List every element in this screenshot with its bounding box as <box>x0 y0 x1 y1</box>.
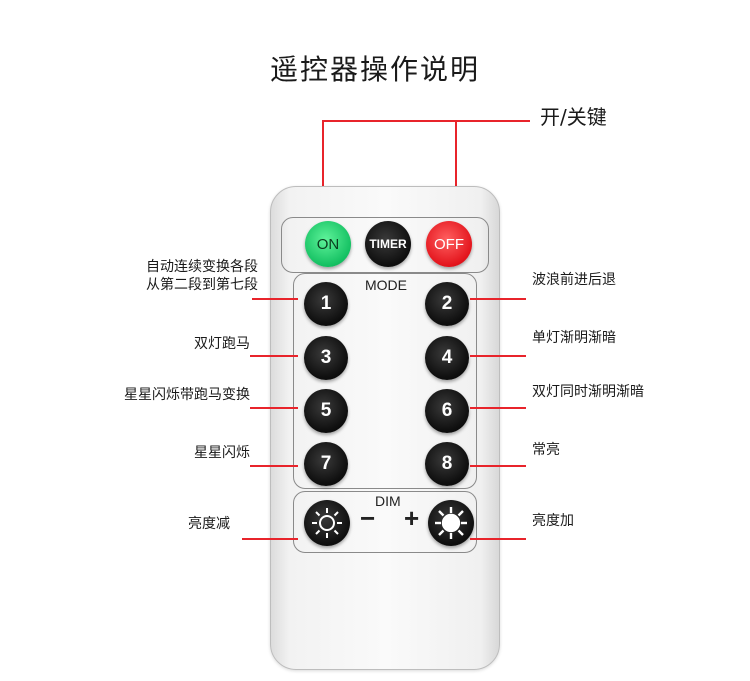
brightness-down-button[interactable] <box>304 500 350 546</box>
label-button-7: 星星闪烁 <box>194 445 250 461</box>
brightness-up-button[interactable] <box>428 500 474 546</box>
remote-control: ON TIMER OFF MODE 1 2 3 4 5 6 7 8 DIM − … <box>270 186 500 670</box>
label-button-1-line2: 从第二段到第七段 <box>146 277 258 293</box>
button-7[interactable]: 7 <box>304 442 348 486</box>
power-key-label: 开/关键 <box>540 105 607 129</box>
callout-line-2 <box>470 298 526 300</box>
callout-line-brightness-up <box>470 538 526 540</box>
label-button-8: 常亮 <box>532 442 560 458</box>
power-button-panel <box>281 217 489 273</box>
callout-line-3 <box>250 355 298 357</box>
timer-button[interactable]: TIMER <box>365 221 411 267</box>
button-6[interactable]: 6 <box>425 389 469 433</box>
callout-line-off <box>455 120 457 217</box>
callout-line-power-top <box>322 120 530 122</box>
callout-line-5 <box>250 407 298 409</box>
button-1[interactable]: 1 <box>304 282 348 326</box>
mode-button-panel <box>293 273 477 489</box>
dim-button-panel <box>293 491 477 553</box>
label-button-1-line1: 自动连续变换各段 <box>146 259 258 275</box>
mode-label: MODE <box>365 277 407 293</box>
callout-line-8 <box>470 465 526 467</box>
label-button-5: 星星闪烁带跑马变换 <box>124 387 250 403</box>
button-2[interactable]: 2 <box>425 282 469 326</box>
callout-line-on <box>322 120 324 217</box>
callout-line-4 <box>470 355 526 357</box>
dim-label: DIM <box>375 493 401 509</box>
plus-sign: + <box>404 503 420 533</box>
callout-line-brightness-down <box>242 538 298 540</box>
label-brightness-down: 亮度减 <box>188 516 230 532</box>
button-3[interactable]: 3 <box>304 336 348 380</box>
button-8[interactable]: 8 <box>425 442 469 486</box>
button-5[interactable]: 5 <box>304 389 348 433</box>
callout-line-6 <box>470 407 526 409</box>
label-button-3: 双灯跑马 <box>194 336 250 352</box>
sun-filled-icon <box>435 507 467 539</box>
label-button-4: 单灯渐明渐暗 <box>532 330 616 346</box>
label-button-2: 波浪前进后退 <box>532 272 616 288</box>
label-button-6: 双灯同时渐明渐暗 <box>532 384 644 400</box>
button-4[interactable]: 4 <box>425 336 469 380</box>
callout-line-7 <box>250 465 298 467</box>
off-button[interactable]: OFF <box>426 221 472 267</box>
page-title: 遥控器操作说明 <box>269 53 480 86</box>
minus-sign: − <box>360 503 376 533</box>
label-brightness-up: 亮度加 <box>532 513 574 529</box>
on-button[interactable]: ON <box>305 221 351 267</box>
sun-outline-icon <box>312 508 342 538</box>
callout-line-1 <box>252 298 298 300</box>
